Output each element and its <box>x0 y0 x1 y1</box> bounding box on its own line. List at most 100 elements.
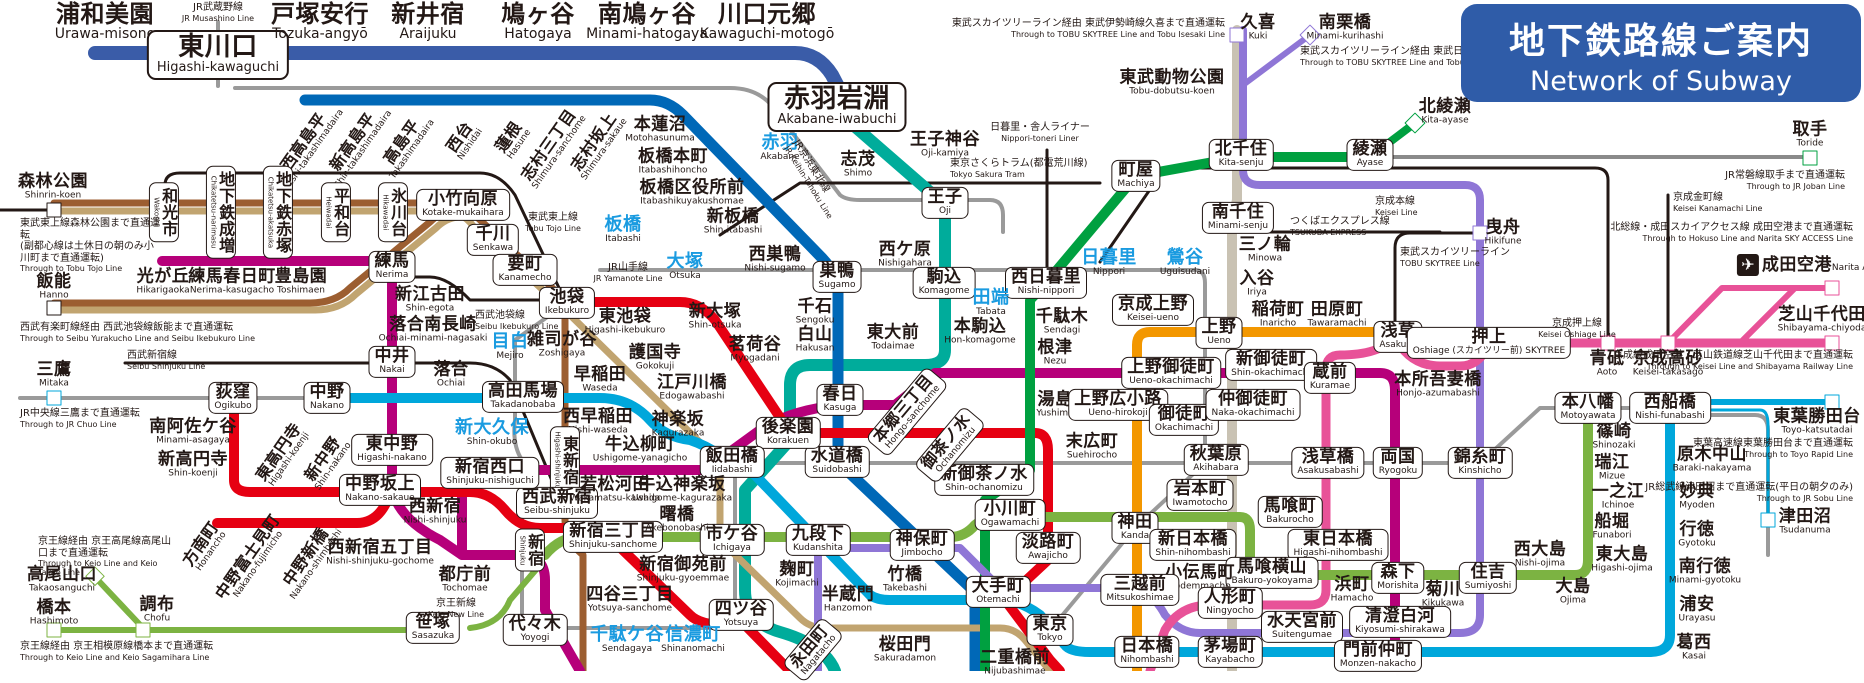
station-narita-airport[interactable]: ✈成田空港Narita Airport <box>1736 254 1864 276</box>
